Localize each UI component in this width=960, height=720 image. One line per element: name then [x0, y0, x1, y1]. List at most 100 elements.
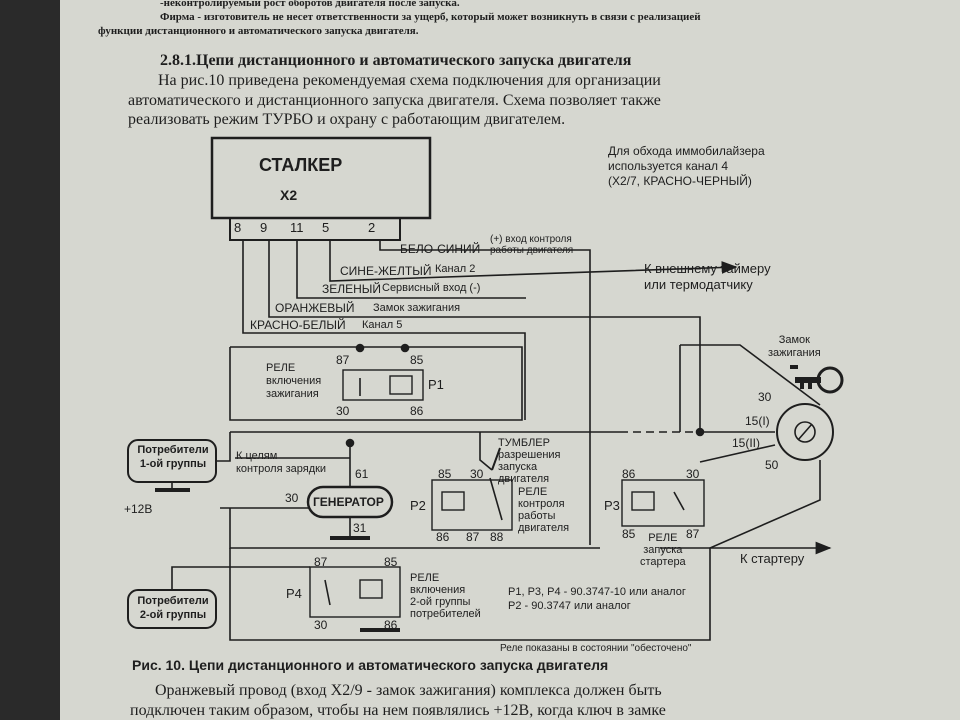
relay-p1-title: РЕЛЕ включения зажигания: [266, 362, 321, 401]
wire-red-white: [242, 240, 526, 420]
external-timer-line-2: или термодатчику: [644, 277, 753, 292]
relay-types-line-1: P1, P3, P4 - 90.3747-10 или аналог: [508, 586, 686, 598]
top-note-1: -неконтролируемый рост оборотов двигател…: [160, 0, 460, 9]
external-timer: К внешнему таймеру или термодатчику: [644, 261, 771, 293]
lock-terminal-15-2: 15(II): [732, 436, 761, 450]
intro-line-1: На рис.10 приведена рекомендуемая схема …: [158, 72, 661, 89]
p4-title-line-1: РЕЛЕ: [410, 572, 440, 584]
p1-terminal-86: 86: [410, 404, 424, 418]
p2-title: РЕЛЕ контроля работы двигателя: [518, 486, 569, 534]
p3-title-line-1: РЕЛЕ: [648, 532, 678, 544]
relay-p1-title-line-2: включения: [266, 375, 322, 387]
relay-types: P1, P3, P4 - 90.3747-10 или аналог P2 - …: [508, 585, 686, 613]
wire-white-blue: [379, 240, 591, 545]
charge-control: К целям контроля зарядки: [236, 450, 326, 476]
p2-terminal-86: 86: [436, 530, 450, 544]
pin-8: 8: [234, 220, 242, 235]
wiring-diagram: [127, 136, 844, 641]
generator-terminal-31: 31: [353, 521, 367, 535]
ignition-lock-wire-label: Замок зажигания: [373, 302, 461, 314]
p4-title-line-2: включения: [410, 584, 466, 596]
p4-terminal-30: 30: [314, 618, 328, 632]
wire-green: [296, 240, 526, 299]
immobilizer-note-line-3: (X2/7, КРАСНО-ЧЕРНЫЙ): [608, 174, 752, 188]
connector-label: X2: [280, 187, 298, 203]
manual-page: -неконтролируемый рост оборотов двигател…: [60, 0, 960, 720]
wire-blue-yellow: [329, 240, 738, 282]
input-control: (+) вход контроля работы двигателя: [490, 234, 573, 256]
p2-title-line-1: РЕЛЕ: [518, 486, 548, 498]
connector-x2-box: [229, 217, 401, 241]
top-note-2-label: Фирма -: [160, 11, 202, 23]
toggle-label: ТУМБЛЕР разрешения запуска двигателя: [498, 437, 561, 485]
immobilizer-note-line-2: используется канал 4: [608, 159, 729, 173]
toggle-line-2: разрешения: [498, 449, 561, 461]
relay-types-line-2: P2 - 90.3747 или аналог: [508, 600, 631, 612]
channel-2-label: Канал 2: [435, 263, 476, 275]
p3-terminal-85: 85: [622, 527, 636, 541]
pin-2: 2: [368, 220, 376, 235]
consumers-1-line-2: 1-ой группы: [139, 458, 207, 470]
channel-5-label: Канал 5: [362, 319, 403, 331]
pin-9: 9: [260, 220, 268, 235]
key-icon: [790, 365, 844, 394]
to-starter-label: К стартеру: [740, 551, 805, 566]
p4-terminal-85: 85: [384, 555, 398, 569]
p3-terminal-86: 86: [622, 467, 636, 481]
consumers-2-label: Потребители 2-ой группы: [130, 594, 216, 622]
bottom-line-2: подключен таким образом, чтобы на нем по…: [130, 702, 666, 719]
pin-row: 8 9 11 5 2: [234, 220, 394, 238]
p3-title-line-2: запуска: [643, 544, 683, 556]
relay-p1-title-line-3: зажигания: [266, 388, 319, 400]
relay-p2-label: P2: [410, 498, 426, 513]
top-note-3: функции дистанционного и автоматического…: [98, 25, 419, 37]
ignition-lock-label: Замок зажигания: [768, 334, 821, 360]
ignition-lock-line-2: зажигания: [768, 347, 821, 359]
p1-terminal-30: 30: [336, 404, 350, 418]
wire-green-label: ЗЕЛЕНЫЙ: [322, 282, 382, 296]
pin-5: 5: [322, 220, 330, 235]
pin-11: 11: [290, 220, 304, 235]
relay-p1-label: P1: [428, 377, 444, 392]
p4-terminal-87: 87: [314, 555, 328, 569]
service-input-label: Сервисный вход (-): [382, 282, 481, 294]
p4-title-line-3: 2-ой группы: [410, 596, 471, 608]
intro-line-2: автоматического и дистанционного запуска…: [128, 92, 661, 109]
section-title: 2.8.1.Цепи дистанционного и автоматическ…: [160, 52, 632, 69]
p2-terminal-30: 30: [470, 467, 484, 481]
consumers-2-line-1: Потребители: [137, 595, 209, 607]
external-timer-line-1: К внешнему таймеру: [644, 261, 771, 276]
p4-terminal-86: 86: [384, 618, 398, 632]
p2-terminal-85: 85: [438, 467, 452, 481]
unit-name: СТАЛКЕР: [259, 155, 343, 175]
p3-title: РЕЛЕ запуска стартера: [640, 532, 686, 568]
wire-orange: [268, 240, 701, 430]
intro-line-3: реализовать режим ТУРБО и охрану с работ…: [128, 111, 566, 128]
generator-label: ГЕНЕРАТОР: [313, 495, 384, 509]
p3-terminal-30: 30: [686, 467, 700, 481]
p3-title-line-3: стартера: [640, 556, 686, 568]
consumers-2-line-2: 2-ой группы: [139, 609, 207, 621]
toggle-line-1: ТУМБЛЕР: [498, 437, 550, 449]
relay-p4-label: P4: [286, 586, 302, 601]
p4-title-line-4: потребителей: [410, 608, 481, 620]
generator-terminal-30: 30: [285, 491, 299, 505]
stalker-unit-box: [210, 136, 432, 220]
relay-state-note: Реле показаны в состоянии "обесточено": [500, 643, 692, 654]
toggle-line-4: двигателя: [498, 473, 550, 485]
p1-terminal-87: 87: [336, 353, 350, 367]
immobilizer-note: Для обхода иммобилайзера используется ка…: [608, 144, 765, 189]
toggle-line-3: запуска: [498, 461, 538, 473]
immobilizer-note-line-1: Для обхода иммобилайзера: [608, 144, 765, 158]
plus-12v-label: +12В: [124, 502, 153, 516]
lock-terminal-50: 50: [765, 458, 779, 472]
p2-title-line-3: работы: [518, 510, 556, 522]
wire-orange-label: ОРАНЖЕВЫЙ: [275, 301, 355, 315]
relay-p1-title-line-1: РЕЛЕ: [266, 362, 296, 374]
consumers-1-label: Потребители 1-ой группы: [130, 443, 216, 471]
p1-terminal-85: 85: [410, 353, 424, 367]
p2-title-line-4: двигателя: [518, 522, 570, 534]
p3-frame: [621, 479, 705, 527]
top-note-2-text: изготовитель не несет ответственности за…: [203, 11, 701, 23]
p4-frame: [309, 566, 401, 618]
